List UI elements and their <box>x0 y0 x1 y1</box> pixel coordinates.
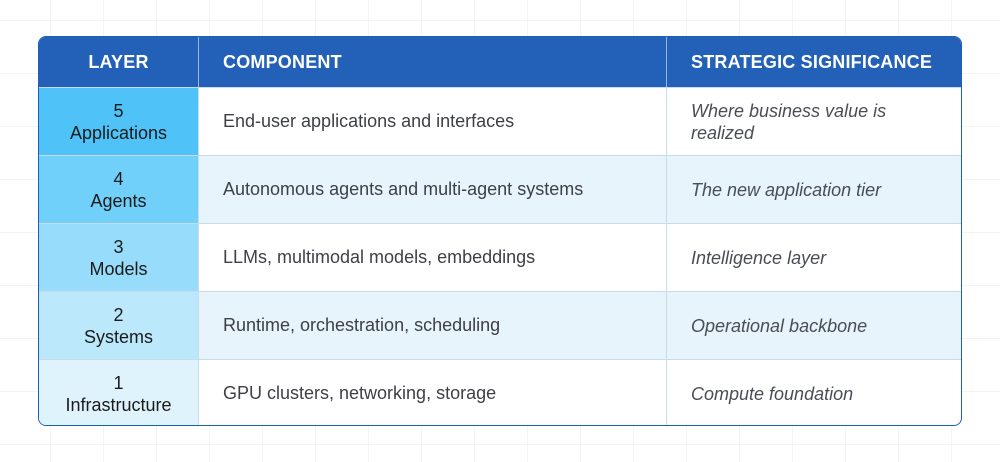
header-layer: LAYER <box>39 37 199 87</box>
header-component: COMPONENT <box>199 37 667 87</box>
table-row: 1 Infrastructure GPU clusters, networkin… <box>39 359 961 425</box>
table-header: LAYER COMPONENT STRATEGIC SIGNIFICANCE <box>39 37 961 87</box>
layer-cell: 4 Agents <box>39 156 199 223</box>
layer-cell: 2 Systems <box>39 292 199 359</box>
layer-name: Models <box>89 258 148 279</box>
layer-number: 2 <box>113 304 124 325</box>
significance-cell: Where business value is realized <box>691 100 887 143</box>
table-row: 2 Systems Runtime, orchestration, schedu… <box>39 291 961 359</box>
layer-cell: 3 Models <box>39 224 199 291</box>
significance-cell: Intelligence layer <box>691 247 827 268</box>
layer-number: 5 <box>113 100 124 121</box>
layer-number: 1 <box>113 372 124 393</box>
layer-name: Agents <box>90 190 147 211</box>
component-cell: GPU clusters, networking, storage <box>199 360 667 425</box>
significance-cell: Operational backbone <box>691 315 868 336</box>
layer-number: 4 <box>113 168 124 189</box>
significance-cell: The new application tier <box>691 179 882 200</box>
table-row: 3 Models LLMs, multimodal models, embedd… <box>39 223 961 291</box>
component-cell: Runtime, orchestration, scheduling <box>199 292 667 359</box>
layer-cell: 5 Applications <box>39 88 199 155</box>
layer-name: Applications <box>69 122 168 143</box>
significance-cell: Compute foundation <box>691 383 854 404</box>
layer-name: Infrastructure <box>65 394 172 415</box>
layer-table: LAYER COMPONENT STRATEGIC SIGNIFICANCE 5… <box>38 36 962 426</box>
table-row: 5 Applications End-user applications and… <box>39 87 961 155</box>
layer-name: Systems <box>83 326 153 347</box>
layer-cell: 1 Infrastructure <box>39 360 199 425</box>
table-row: 4 Agents Autonomous agents and multi-age… <box>39 155 961 223</box>
component-cell: End-user applications and interfaces <box>199 88 667 155</box>
component-cell: Autonomous agents and multi-agent system… <box>199 156 667 223</box>
layer-number: 3 <box>113 236 124 257</box>
component-cell: LLMs, multimodal models, embeddings <box>199 224 667 291</box>
header-significance: STRATEGIC SIGNIFICANCE <box>691 51 933 72</box>
